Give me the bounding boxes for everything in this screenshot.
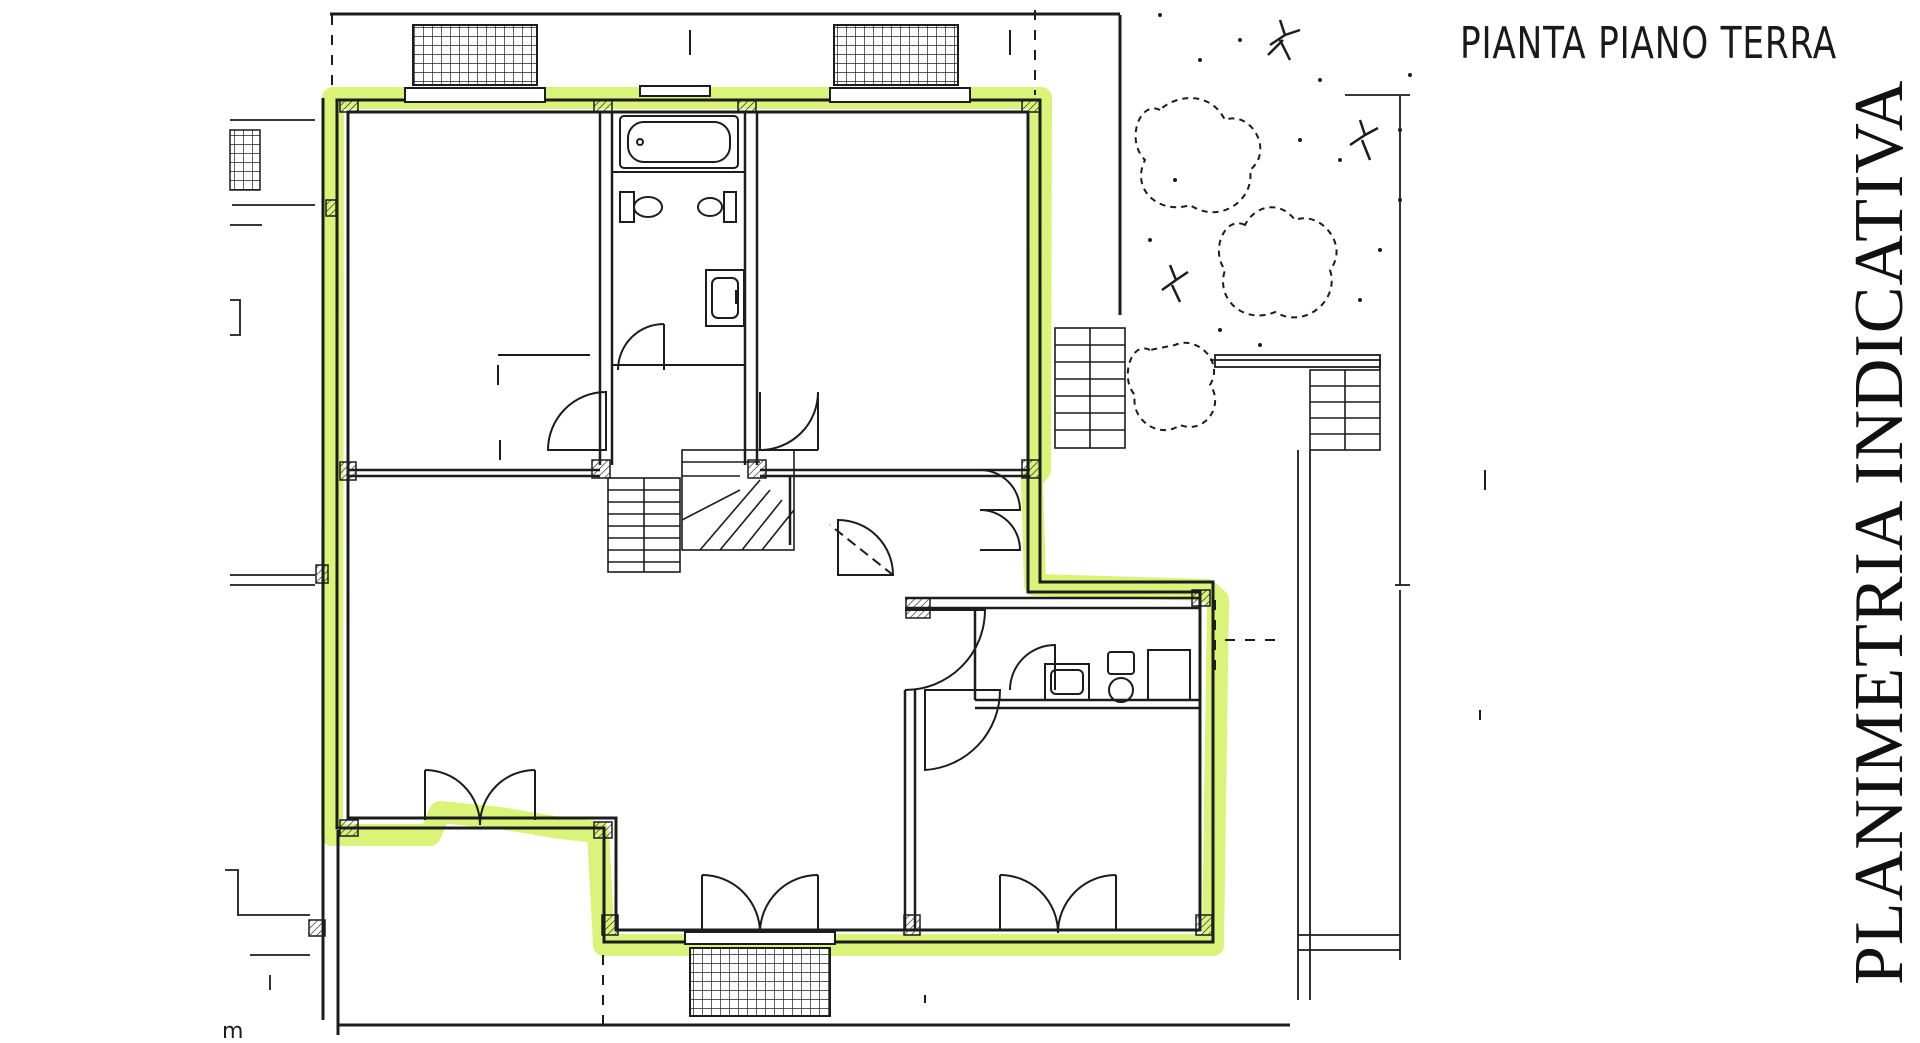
window-grid-left (229, 129, 261, 191)
french-door-bottom (701, 874, 819, 934)
pillars (308, 99, 1213, 937)
french-door-left (424, 769, 536, 826)
staircase-icon (1309, 369, 1381, 451)
garden-dots (1148, 13, 1412, 347)
dashed-guides (331, 10, 1285, 1035)
corner-mark: m (222, 1019, 243, 1038)
door-swing-icon (546, 323, 1056, 772)
window-grid-bottom (689, 947, 831, 1017)
window-grid-top-right (833, 24, 959, 86)
sink-icon (705, 269, 745, 327)
sink-icon (1044, 663, 1090, 701)
plan-side-label: PLANIMETRIA INDICATIVA (1841, 79, 1918, 985)
toilet-icon (1107, 649, 1191, 703)
plan-title: PIANTA PIANO TERRA (1460, 18, 1838, 69)
tree-icon (1161, 19, 1379, 303)
bathroom-partition (612, 171, 745, 366)
left-exterior (225, 119, 315, 990)
staircase-icon (1054, 327, 1126, 449)
staircase-icon (607, 449, 795, 573)
outer-walls (321, 12, 1290, 1035)
bathtub-icon (619, 115, 739, 169)
french-door-right (999, 874, 1117, 934)
window-grid-top-left (412, 24, 538, 86)
dimension-ticks (497, 30, 1486, 1003)
window-frames (404, 85, 971, 945)
terrace-outline (1210, 94, 1410, 1000)
bidet-icon (697, 191, 737, 223)
toilet-icon (619, 191, 663, 223)
tree-icon (1126, 97, 1338, 432)
